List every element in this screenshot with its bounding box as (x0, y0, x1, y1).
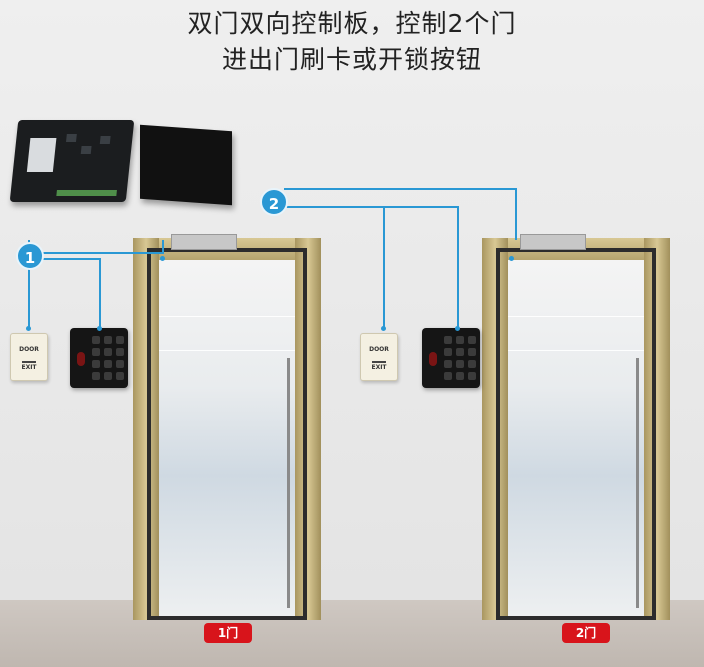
keypad-reader-1 (70, 328, 128, 388)
door-2-badge: 2 (260, 188, 288, 216)
enclosure-box-image (140, 124, 232, 206)
door-1 (133, 234, 321, 620)
key-icon (22, 353, 36, 363)
wire (457, 206, 459, 328)
keypad-reader-2 (422, 328, 480, 388)
wire (162, 240, 164, 254)
headline-line-2: 进出门刷卡或开锁按钮 (221, 45, 482, 74)
door-1-magnetic-lock (171, 234, 237, 250)
exit-button-2: DOOR EXIT (360, 333, 398, 381)
wire (42, 258, 100, 260)
door-2-handle (636, 358, 639, 608)
control-board-image (9, 120, 135, 202)
door-2 (482, 234, 670, 620)
door-1-label: 1门 (204, 623, 252, 643)
wire (383, 206, 385, 328)
exit-button-1: DOOR EXIT (10, 333, 48, 381)
wire (515, 188, 517, 240)
wire (99, 258, 101, 328)
headline-line-1: 双门双向控制板，控制2个门 (187, 9, 517, 38)
door-2-label: 2门 (562, 623, 610, 643)
door-2-magnetic-lock (520, 234, 586, 250)
door-1-handle (287, 358, 290, 608)
board-label-sticker (26, 138, 57, 172)
wire (42, 252, 163, 254)
wire (284, 188, 516, 190)
wire (28, 240, 30, 328)
key-icon (372, 353, 386, 363)
door-1-glass (159, 260, 295, 620)
door-1-badge: 1 (16, 242, 44, 270)
wire (284, 206, 458, 208)
door-2-glass (508, 260, 644, 620)
